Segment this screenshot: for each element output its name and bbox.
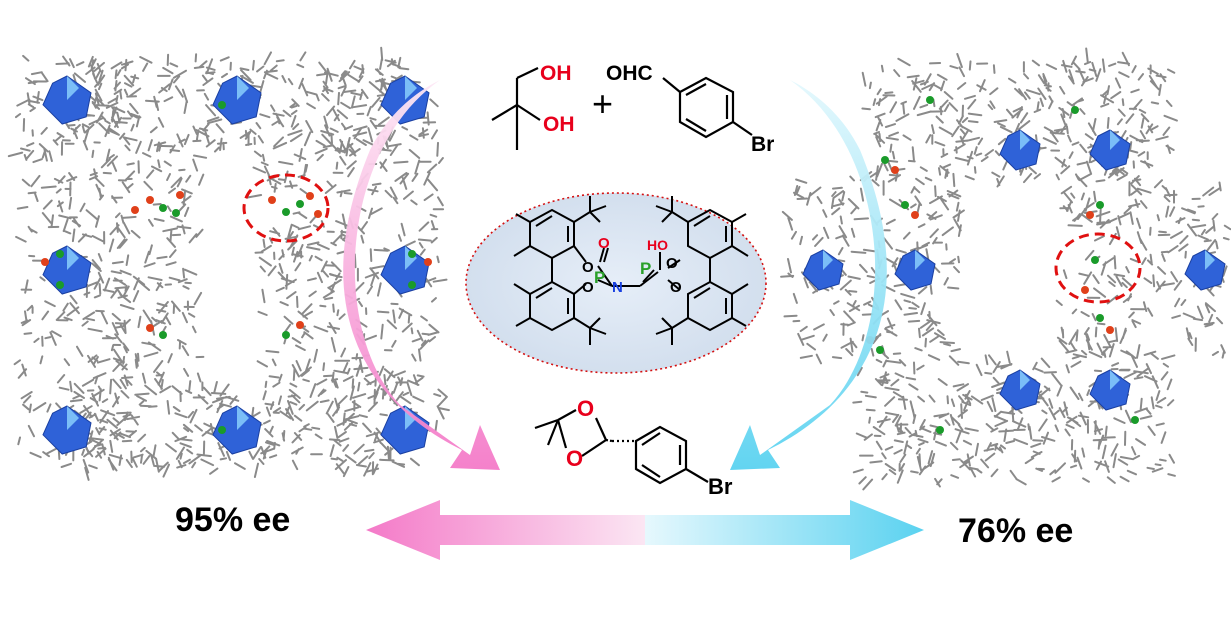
bromo-label-product: Br	[708, 474, 733, 499]
polyhedron-highlight	[237, 406, 249, 430]
catalyst-o-left-bottom: O	[582, 279, 594, 296]
catalyst-o-left-top: O	[582, 259, 594, 276]
left-framework-structure	[7, 46, 450, 481]
polyhedron-highlight	[67, 406, 79, 430]
hydroxyl-bottom-label: OH	[543, 113, 575, 136]
catalyst-o-right-top: O	[666, 255, 678, 272]
framework-atom-green	[159, 331, 167, 339]
catalyst-hydroxyl: HO	[647, 237, 668, 253]
polyhedron-highlight	[405, 246, 417, 270]
framework-atom-red	[911, 211, 919, 219]
diol-reactant	[491, 67, 541, 150]
framework-atom-green	[218, 426, 226, 434]
dioxolane-product	[534, 409, 709, 485]
framework-atom-green	[1096, 314, 1104, 322]
left-enantiomeric-excess: 95% ee	[175, 501, 291, 539]
ring-oxygen-top: O	[577, 396, 594, 421]
framework-atom-green	[876, 346, 884, 354]
framework-atom-green	[282, 208, 290, 216]
framework-atom-green	[1131, 416, 1139, 424]
plus-sign: +	[592, 83, 613, 124]
framework-atom-red	[306, 192, 314, 200]
framework-bonds	[246, 147, 346, 381]
framework-atom-green	[936, 426, 944, 434]
framework-atom-red	[314, 210, 322, 218]
polyhedron-highlight	[1110, 370, 1120, 390]
hydroxyl-top-label: OH	[540, 62, 572, 85]
framework-atom-green	[1096, 201, 1104, 209]
right-enantiomeric-excess: 76% ee	[958, 512, 1074, 550]
polyhedron-highlight	[237, 76, 249, 100]
framework-atom-red	[146, 324, 154, 332]
framework-atom-green	[881, 156, 889, 164]
framework-atom-red	[296, 321, 304, 329]
left-highlight-circle	[242, 173, 330, 243]
polyhedron-highlight	[1020, 130, 1030, 150]
polyhedron-highlight	[915, 250, 925, 270]
framework-atom-green	[172, 209, 180, 217]
framework-atom-red	[131, 206, 139, 214]
catalyst-nitrogen: N	[612, 279, 623, 296]
framework-atom-red	[146, 196, 154, 204]
framework-atom-red	[1081, 286, 1089, 294]
catalyst-o-right-bottom: O	[670, 279, 682, 296]
right-highlight-circle	[1054, 232, 1142, 304]
framework-atom-red	[1106, 326, 1114, 334]
bromo-label-reactant: Br	[751, 133, 774, 156]
framework-atom-green	[408, 281, 416, 289]
framework-atom-green	[1071, 106, 1079, 114]
framework-atom-red	[41, 258, 49, 266]
aldehyde-group-label: OHC	[606, 62, 653, 85]
framework-atom-green	[1091, 256, 1099, 264]
polyhedron-highlight	[1020, 370, 1030, 390]
framework-atom-green	[56, 281, 64, 289]
framework-atom-red	[891, 166, 899, 174]
polyhedron-highlight	[67, 76, 79, 100]
framework-atom-green	[408, 250, 416, 258]
framework-atom-red	[424, 258, 432, 266]
framework-atom-red	[176, 191, 184, 199]
ring-oxygen-bottom: O	[566, 446, 583, 471]
polyhedron-highlight	[1205, 250, 1215, 270]
framework-bonds	[1055, 172, 1231, 360]
framework-bonds	[7, 54, 135, 472]
aldehyde-reactant	[662, 76, 753, 139]
framework-atom-green	[901, 201, 909, 209]
polyhedron-highlight	[405, 76, 417, 100]
framework-atom-green	[159, 204, 167, 212]
catalyst-phosphorus-right: P	[640, 259, 651, 278]
catalyst-structure	[465, 192, 767, 374]
double-headed-arrow	[366, 500, 924, 560]
catalyst-phosphorus-left: P	[594, 268, 605, 287]
framework-atom-green	[926, 96, 934, 104]
framework-atom-green	[282, 331, 290, 339]
polyhedron-highlight	[823, 250, 833, 270]
catalyst-oxo-oxygen: O	[598, 235, 610, 252]
framework-bonds	[852, 350, 1176, 491]
framework-atom-green	[218, 101, 226, 109]
right-framework-structure	[780, 47, 1231, 491]
polyhedron-highlight	[1110, 130, 1120, 150]
polyhedron-highlight	[67, 246, 79, 270]
framework-atom-green	[56, 250, 64, 258]
framework-atom-green	[296, 200, 304, 208]
framework-atom-red	[1086, 211, 1094, 219]
framework-atom-red	[268, 196, 276, 204]
framework-bonds	[110, 140, 208, 386]
